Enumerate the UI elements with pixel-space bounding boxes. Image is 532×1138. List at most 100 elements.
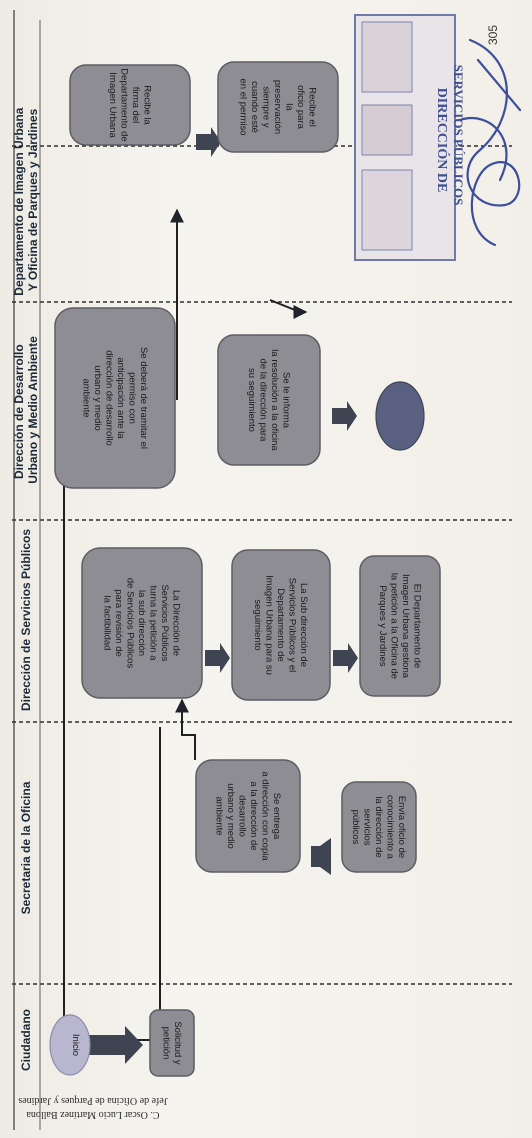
node-text: Se entregaa dirección con copiaa la dire… (213, 771, 282, 861)
node-text-line: a dirección con copia (259, 771, 270, 861)
node-text: Se le informala resolución a la oficinad… (246, 349, 292, 451)
node-des-informa: Se le informala resolución a la oficinad… (217, 334, 321, 466)
node-box (217, 334, 321, 466)
node-text: Recibe lafirma delDepartamento deImagen … (107, 68, 153, 141)
node-inicio: Inicio (49, 1014, 91, 1076)
node-sec-entrega: Se entregaa dirección con copiaa la dire… (195, 759, 301, 873)
node-text-line: Imagen Urbana (107, 72, 118, 138)
node-box (359, 555, 441, 697)
lane-header-desarrollo-line2: Urbano y Medio Ambiente (26, 336, 40, 484)
node-text: La Sub dirección deServicios Públicos y … (252, 575, 309, 675)
lane-header-desarrollo-line1: Dirección de Desarrollo (12, 344, 26, 479)
node-box (195, 759, 301, 873)
node-text-line: Servicios Públicos y el (287, 578, 298, 673)
signature (458, 38, 522, 247)
node-text-line: Se entrega (271, 793, 282, 840)
node-text-line: de la dirección para (257, 359, 268, 443)
node-text-line: Recibe la (141, 85, 152, 125)
node-text-line: seguimiento (252, 599, 263, 650)
node-text: Recibe eloficio paralapreservaciónsiempr… (238, 78, 318, 135)
node-text-line: urbano y medio (225, 783, 236, 848)
lane-header-ciudadano: Ciudadano (19, 1009, 33, 1071)
node-text-line: oficio para (295, 85, 306, 130)
connector-imagen-to-informa (269, 299, 308, 319)
node-text-line: la (284, 103, 295, 111)
block-arrow-desarrollo (332, 401, 357, 431)
node-text-line: Se le informa (280, 372, 291, 429)
node-box (149, 1009, 195, 1077)
node-text-line: urbano y medio (92, 365, 103, 430)
block-arrow-imagen (196, 127, 221, 157)
node-serv-depto: El Departamento deImagen Urbana gestiona… (359, 555, 441, 697)
node-text-line: para revisión de (113, 589, 124, 657)
lane-header-desarrollo: Dirección de Desarrollo Urbano y Medio A… (12, 336, 40, 484)
node-text-line: Departamento de (275, 588, 286, 661)
node-text-line: dirección de desarrollo (103, 350, 114, 446)
node-text-line: siempre y (261, 86, 272, 127)
node-text-line: la resolución a la oficina (269, 349, 280, 451)
start-label: Inicio (70, 1034, 81, 1056)
node-serv-coord: La Sub dirección deServicios Públicos y … (231, 549, 331, 701)
lane-header-imagen-line2: Y Oficina de Parques y Jardines (26, 108, 40, 291)
nodes: Inicio Solicitud ypetición Se entregaa dir… (49, 61, 441, 1077)
stamp-line1: DIRECCIÓN DE (434, 88, 451, 193)
node-box (81, 547, 203, 699)
node-text-line: El Departamento de (411, 584, 422, 669)
node-des-tramitar: Se deberá de tramitar elpermiso conantic… (54, 307, 176, 489)
node-text-line: Se deberá de tramitar el (138, 347, 149, 449)
node-text-line: la factibilidad (102, 596, 113, 651)
node-text-line: públicos (350, 810, 361, 845)
node-text-line: la petición a la Oficina de (388, 573, 399, 679)
node-text-line: ambiente (80, 378, 91, 417)
node-box (69, 64, 191, 146)
node-solicitud: Solicitud ypetición (149, 1009, 195, 1077)
node-text-line: Parques y Jardines (377, 585, 388, 667)
node-text: La Dirección deServicios Públicosturna l… (102, 578, 182, 669)
start-ellipse (49, 1014, 91, 1076)
lane-header-imagen: Departamento de Imagen Urbana Y Oficina … (12, 104, 40, 295)
node-text-line: desarrollo (236, 795, 247, 837)
stamp-line2: SERVICIOS PÚBLICOS (451, 65, 466, 206)
node-text-line: petición (160, 1027, 171, 1060)
node-text-line: de Servicios Públicos (125, 578, 136, 669)
node-text-line: turna la petición a (148, 586, 159, 662)
footer-title: Jefe de Oficina de Parques y Jardines (18, 1095, 167, 1106)
lane-header-servicios: Dirección de Servicios Públicos (19, 529, 33, 711)
node-text-line: Departamento de (118, 68, 129, 141)
node-text-line: conocimiento a (385, 795, 396, 860)
node-sec-envia: Envía oficio deconocimiento ala direcció… (341, 781, 417, 873)
node-text-line: servicios (362, 809, 373, 846)
node-text: Solicitud ypetición (160, 1021, 183, 1065)
node-text-line: anticipación ante la (115, 357, 126, 439)
node-text-line: la sub dirección (136, 590, 147, 656)
official-stamp: DIRECCIÓN DE SERVICIOS PÚBLICOS (354, 14, 466, 261)
node-text-line: en el permiso (238, 78, 249, 135)
node-text-line: La Sub dirección de (298, 583, 309, 667)
node-text-line: la dirección de (373, 796, 384, 857)
node-text-line: permiso con (126, 372, 137, 424)
node-serv-turna: La Dirección deServicios Públicosturna l… (81, 547, 203, 699)
node-text-line: su seguimiento (246, 368, 257, 432)
node-text: Envía oficio deconocimiento ala direcció… (350, 795, 407, 860)
block-arrow-servicios-1 (205, 643, 230, 673)
node-text-line: Imagen Urbana para su (264, 575, 275, 675)
node-img-oficio: Recibe eloficio paralapreservaciónsiempr… (217, 61, 339, 153)
block-arrows (88, 127, 358, 1064)
page-number: 305 (486, 25, 500, 45)
footer: C. Oscar Lucio Martínez Ballona Jefe de … (18, 1095, 167, 1120)
node-box (341, 781, 417, 873)
node-text: El Departamento deImagen Urbana gestiona… (377, 573, 423, 679)
node-box (217, 61, 339, 153)
node-text-line: Servicios Públicos (159, 584, 170, 661)
block-arrow-start-to-solicitud (88, 1026, 143, 1064)
node-box (54, 307, 176, 489)
block-arrow-secretaria (311, 838, 331, 875)
node-text-line: ambiente (213, 796, 224, 835)
node-text-line: a la dirección de (248, 781, 259, 850)
footer-name: C. Oscar Lucio Martínez Ballona (26, 1109, 160, 1120)
node-text-line: Solicitud y (172, 1021, 183, 1065)
node-text-line: cuando esté (249, 81, 260, 133)
node-text-line: La Dirección de (171, 590, 182, 656)
node-text-line: Imagen Urbana gestiona (400, 574, 411, 679)
